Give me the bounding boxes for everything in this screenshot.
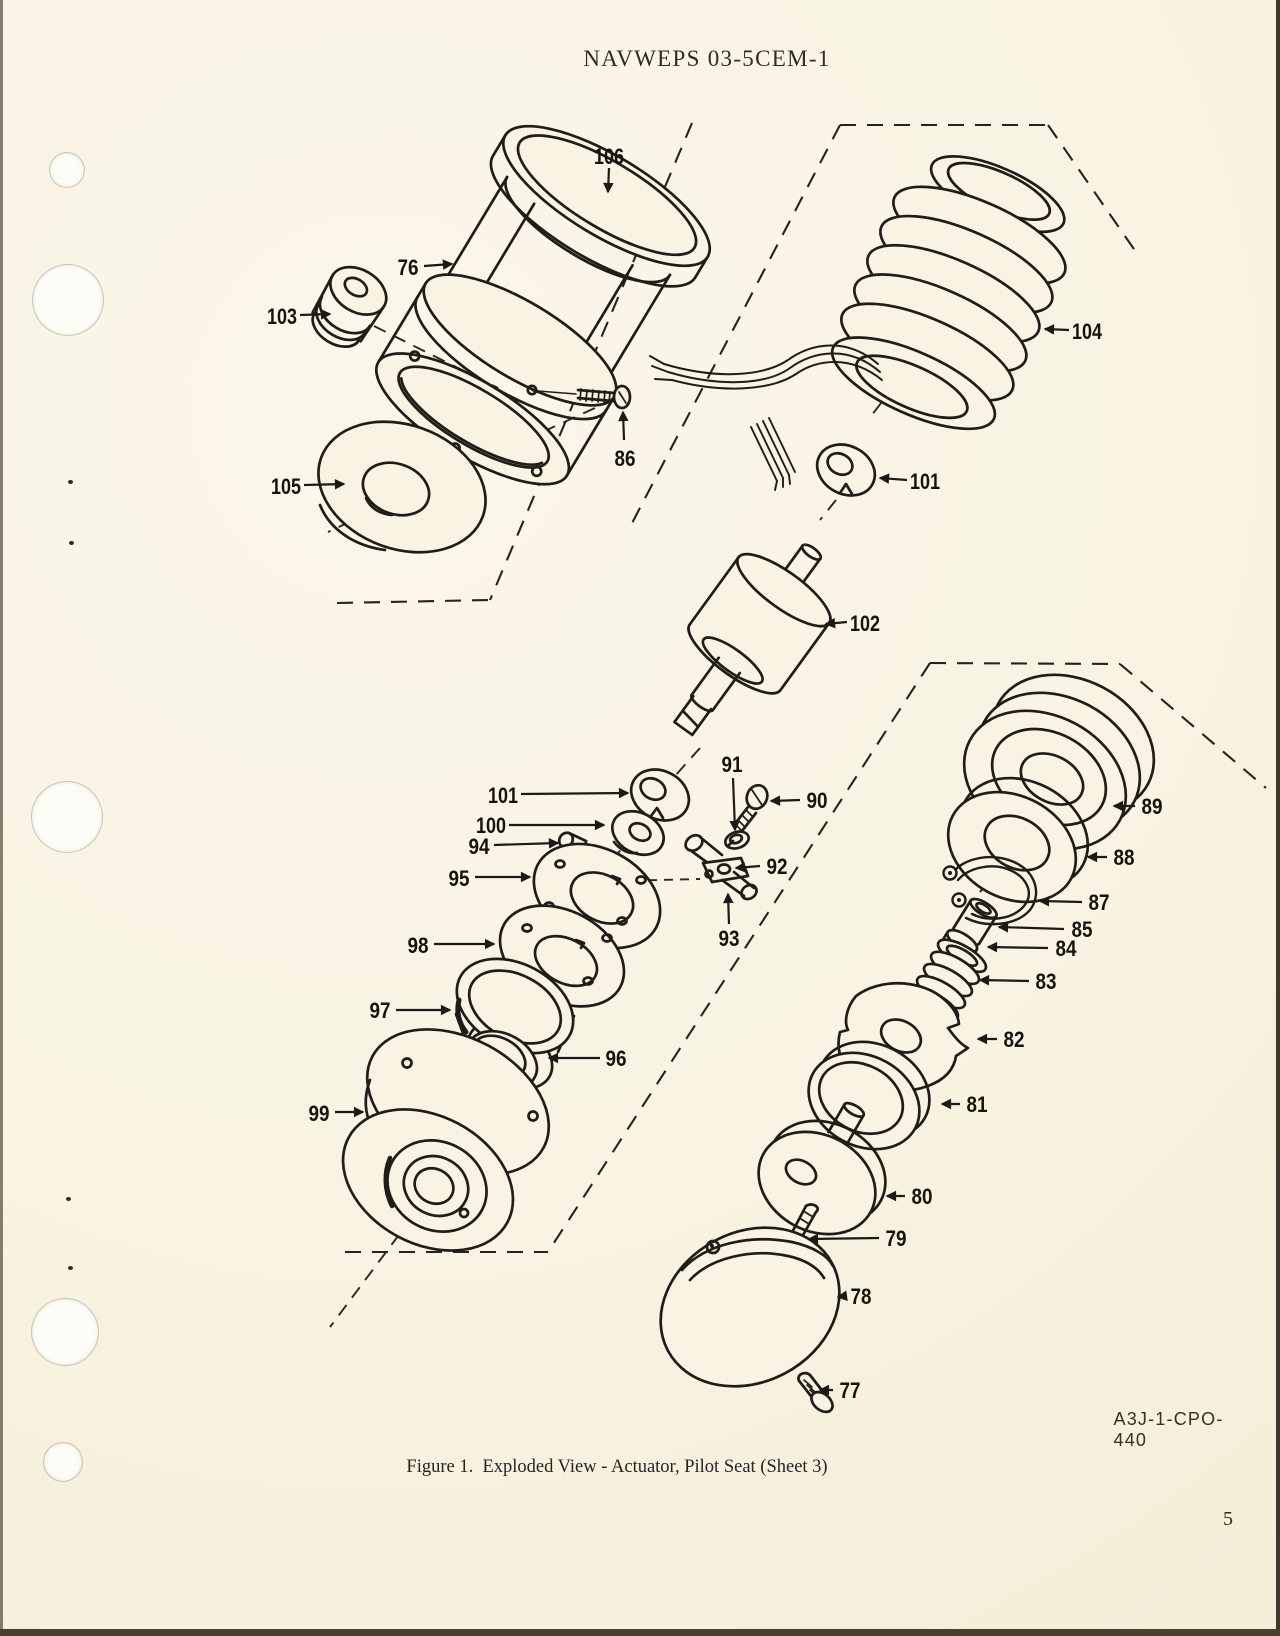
callout-arrow-103 [299, 309, 332, 320]
callout-label-79: 79 [886, 1226, 907, 1251]
callout-arrows [299, 167, 1135, 1396]
part-86-screw [526, 384, 632, 410]
part-103-plug [311, 265, 388, 348]
paper-speck [68, 1266, 73, 1270]
callout-label-95: 95 [449, 866, 470, 891]
callout-arrow-106 [603, 167, 614, 194]
callout-label-76: 76 [398, 255, 419, 280]
page-edge-bottom [0, 1629, 1280, 1636]
callout-arrow-93 [723, 892, 734, 925]
callout-arrow-102 [824, 617, 848, 629]
callout-label-91: 91 [722, 752, 743, 777]
figure-caption: Figure 1. Exploded View - Actuator, Pilo… [406, 1457, 828, 1477]
part-76-housing-drum [374, 124, 712, 486]
callout-label-97: 97 [370, 998, 391, 1023]
callout-label-103: 103 [267, 304, 297, 329]
part-99-housing [341, 1028, 551, 1252]
callout-arrow-86 [618, 410, 629, 441]
page-edge-right [1276, 0, 1280, 1636]
callout-arrow-104 [1043, 324, 1070, 335]
callout-label-77: 77 [840, 1378, 861, 1403]
callout-label-99: 99 [309, 1101, 330, 1126]
callout-label-90: 90 [807, 788, 828, 813]
punch-hole [50, 153, 84, 187]
part-77-screw [797, 1371, 834, 1414]
callout-label-106: 106 [594, 144, 624, 169]
callout-arrow-105 [303, 478, 346, 490]
callout-label-102: 102 [850, 611, 880, 636]
callout-label-101-upper: 101 [910, 469, 940, 494]
part-102-cylinder [673, 543, 832, 737]
paper-speck [68, 480, 73, 484]
callout-label-83: 83 [1036, 969, 1057, 994]
part-80-disc [757, 1101, 887, 1236]
callout-label-101-middle: 101 [488, 783, 518, 808]
callout-arrow-84 [986, 941, 1049, 953]
callout-arrow-87 [1038, 895, 1083, 907]
callout-label-105: 105 [271, 474, 301, 499]
callout-label-96: 96 [606, 1046, 627, 1071]
punch-hole [44, 1443, 82, 1481]
page-edge-left [0, 0, 3, 1636]
callout-label-78: 78 [851, 1284, 872, 1309]
part-105-disc [317, 420, 487, 554]
coil-lead-wires [649, 344, 883, 390]
callout-arrow-78 [836, 1290, 848, 1301]
callout-label-104: 104 [1072, 319, 1103, 344]
callout-arrow-101-upper [878, 473, 908, 484]
part-101-ring-upper [815, 443, 877, 497]
callout-label-84: 84 [1056, 936, 1078, 961]
paper-speck [69, 541, 74, 545]
part-90-screw [732, 783, 769, 833]
callout-arrow-94 [493, 838, 560, 849]
callout-label-89: 89 [1142, 794, 1163, 819]
wire-bundle [750, 417, 796, 491]
part-101-ring-middle [629, 768, 691, 822]
part-104-coil [830, 155, 1067, 431]
page-number: 5 [1223, 1508, 1233, 1530]
callout-label-98: 98 [408, 933, 429, 958]
callout-label-92: 92 [767, 854, 788, 879]
callout-label-100: 100 [476, 813, 506, 838]
punch-hole [32, 1299, 98, 1365]
callout-label-86: 86 [615, 446, 636, 471]
punch-hole [32, 782, 102, 852]
callout-arrow-91 [729, 777, 740, 832]
document-header: NAVWEPS 03-5CEM-1 [583, 46, 831, 71]
callout-label-88: 88 [1114, 845, 1135, 870]
drawing-code: A3J-1-CPO-440 [1113, 1409, 1224, 1450]
callout-arrow-76 [423, 259, 454, 270]
part-85-sleeve [952, 897, 998, 947]
callout-arrow-90 [769, 795, 801, 806]
callout-label-94: 94 [469, 834, 491, 859]
callout-label-87: 87 [1089, 890, 1110, 915]
callout-arrow-79 [807, 1233, 880, 1245]
part-88-disc [946, 776, 1090, 904]
callout-label-82: 82 [1004, 1027, 1025, 1052]
callout-arrow-92 [734, 861, 761, 873]
callout-arrow-85 [997, 922, 1065, 933]
paper-speck [66, 1197, 71, 1201]
callout-labels: 106 76 103 86 105 104 101 102 101 100 94… [267, 144, 1163, 1403]
callout-label-85: 85 [1072, 917, 1093, 942]
callout-label-93: 93 [719, 926, 740, 951]
callout-label-80: 80 [912, 1184, 933, 1209]
callout-arrow-101-middle [520, 787, 630, 799]
punch-hole [33, 265, 103, 335]
part-78-dome-cap [659, 1226, 841, 1388]
part-91-lock-washer [723, 830, 751, 850]
callout-arrow-83 [978, 974, 1030, 986]
callout-label-81: 81 [967, 1092, 988, 1117]
part-100-washer [611, 809, 665, 857]
